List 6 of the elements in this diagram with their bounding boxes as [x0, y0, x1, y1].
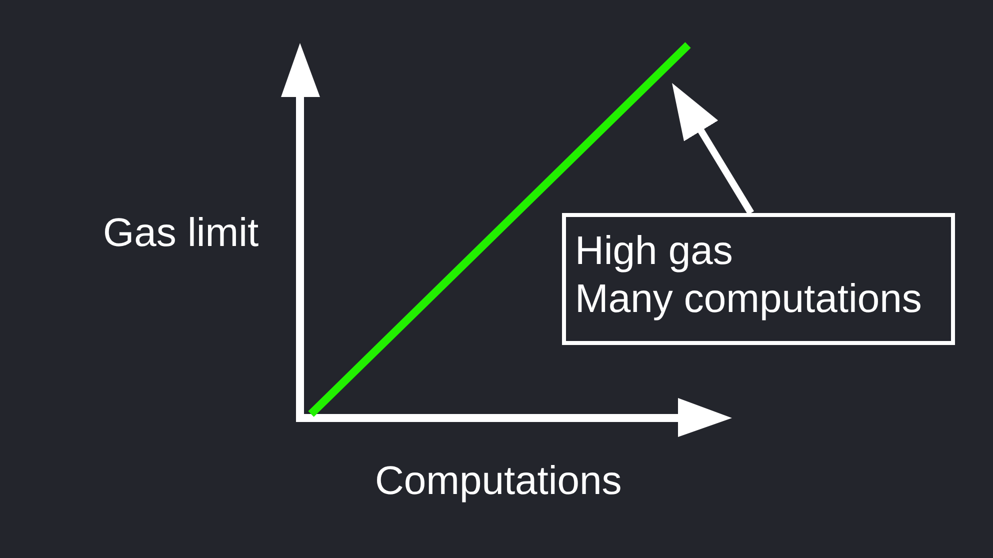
- callout-text: Many computations: [575, 276, 922, 323]
- callout-text: High gas: [575, 228, 733, 275]
- callout-box: [562, 213, 955, 345]
- x-axis-label: Computations: [375, 458, 622, 505]
- y-axis-label: Gas limit: [103, 210, 259, 257]
- leader-arrow: [669, 81, 754, 215]
